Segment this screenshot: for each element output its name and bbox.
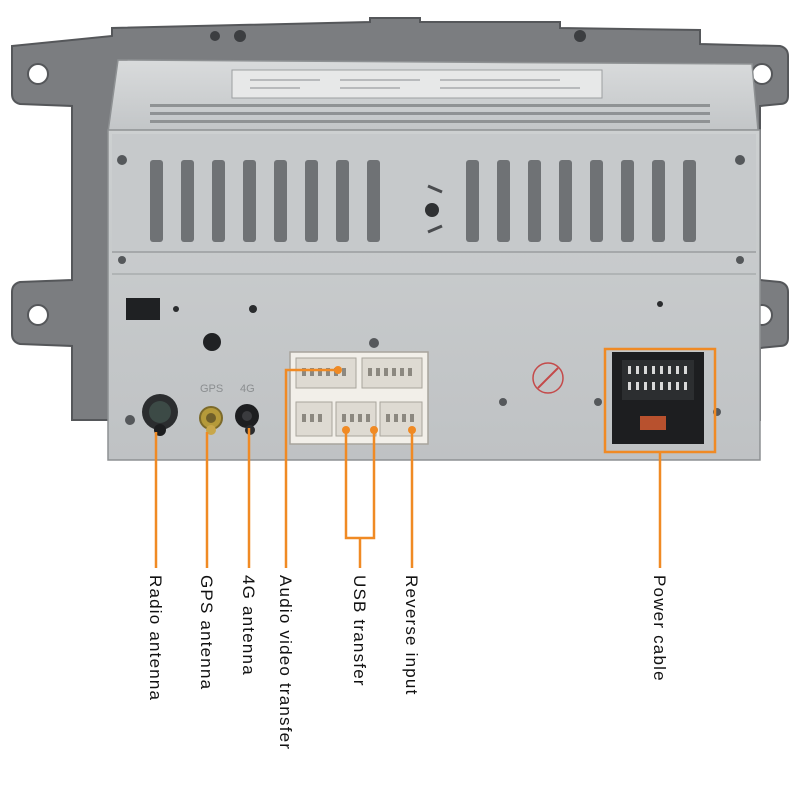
power-connector: [612, 352, 704, 444]
label-audio-video-transfer: Audio video transfer: [276, 575, 295, 751]
label-power-cable: Power cable: [650, 575, 669, 682]
fourg-port-mark: 4G: [240, 383, 255, 395]
multi-pin-connector: [289, 338, 429, 445]
gps-port-mark: GPS: [200, 383, 223, 395]
label-radio-antenna: Radio antenna: [146, 575, 165, 702]
label-gps-antenna: GPS antenna: [197, 575, 216, 691]
label-4g-antenna: 4G antenna: [239, 575, 258, 676]
gps-antenna-port: [199, 406, 223, 435]
label-usb-transfer: USB transfer: [350, 575, 369, 687]
radio-antenna-port: [142, 394, 178, 436]
top-cover: [107, 59, 759, 133]
label-reverse-input: Reverse input: [402, 575, 421, 696]
callout-lines: [154, 347, 717, 568]
callout-av: [284, 368, 338, 568]
